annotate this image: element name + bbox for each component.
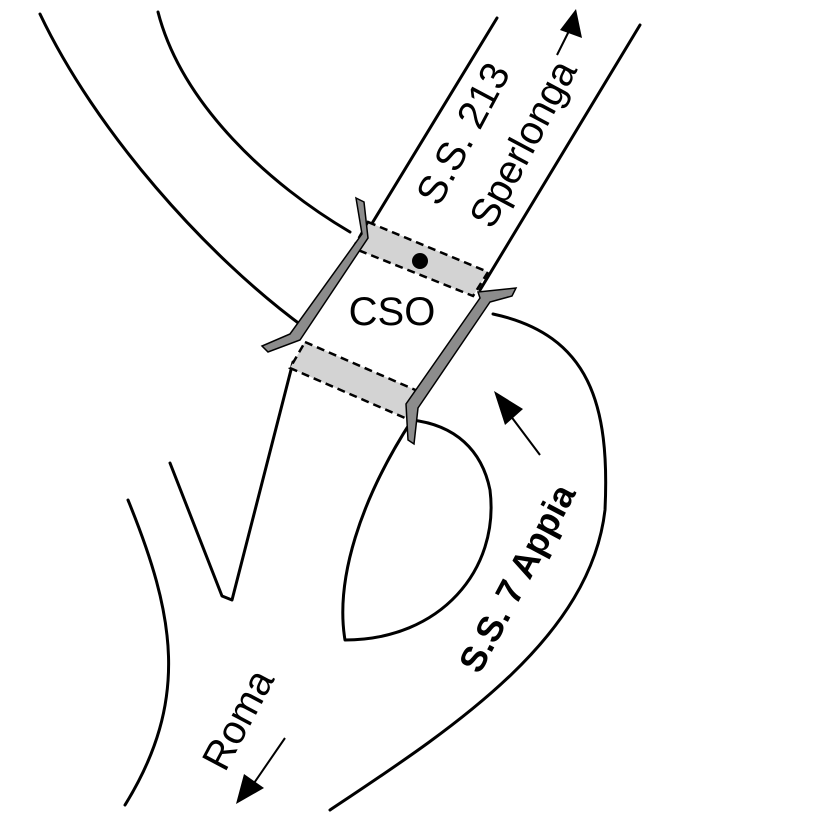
left-guard-rail [260,196,369,353]
appia-arrow-icon [494,391,541,456]
marker-dot [412,253,428,269]
roma-arrow-icon [236,737,286,804]
sperlonga-arrow-icon [556,9,582,56]
ss7-outer-edge [328,312,608,812]
guard-rails [260,196,518,446]
inner-curve-road-edge [156,10,352,234]
outer-curve-road-edge [38,12,307,330]
crossing-label: CSO [349,290,436,334]
roma-left-edge [123,498,171,807]
ss213-left-edge [366,16,499,232]
right-guard-rail [405,287,518,446]
main-left-road-edge [168,360,295,602]
lower-crosswalk [288,340,422,420]
road-lines [38,10,642,812]
ss213-right-edge [478,23,642,292]
direction-arrows [236,9,582,804]
loop-island-edge [341,418,493,642]
